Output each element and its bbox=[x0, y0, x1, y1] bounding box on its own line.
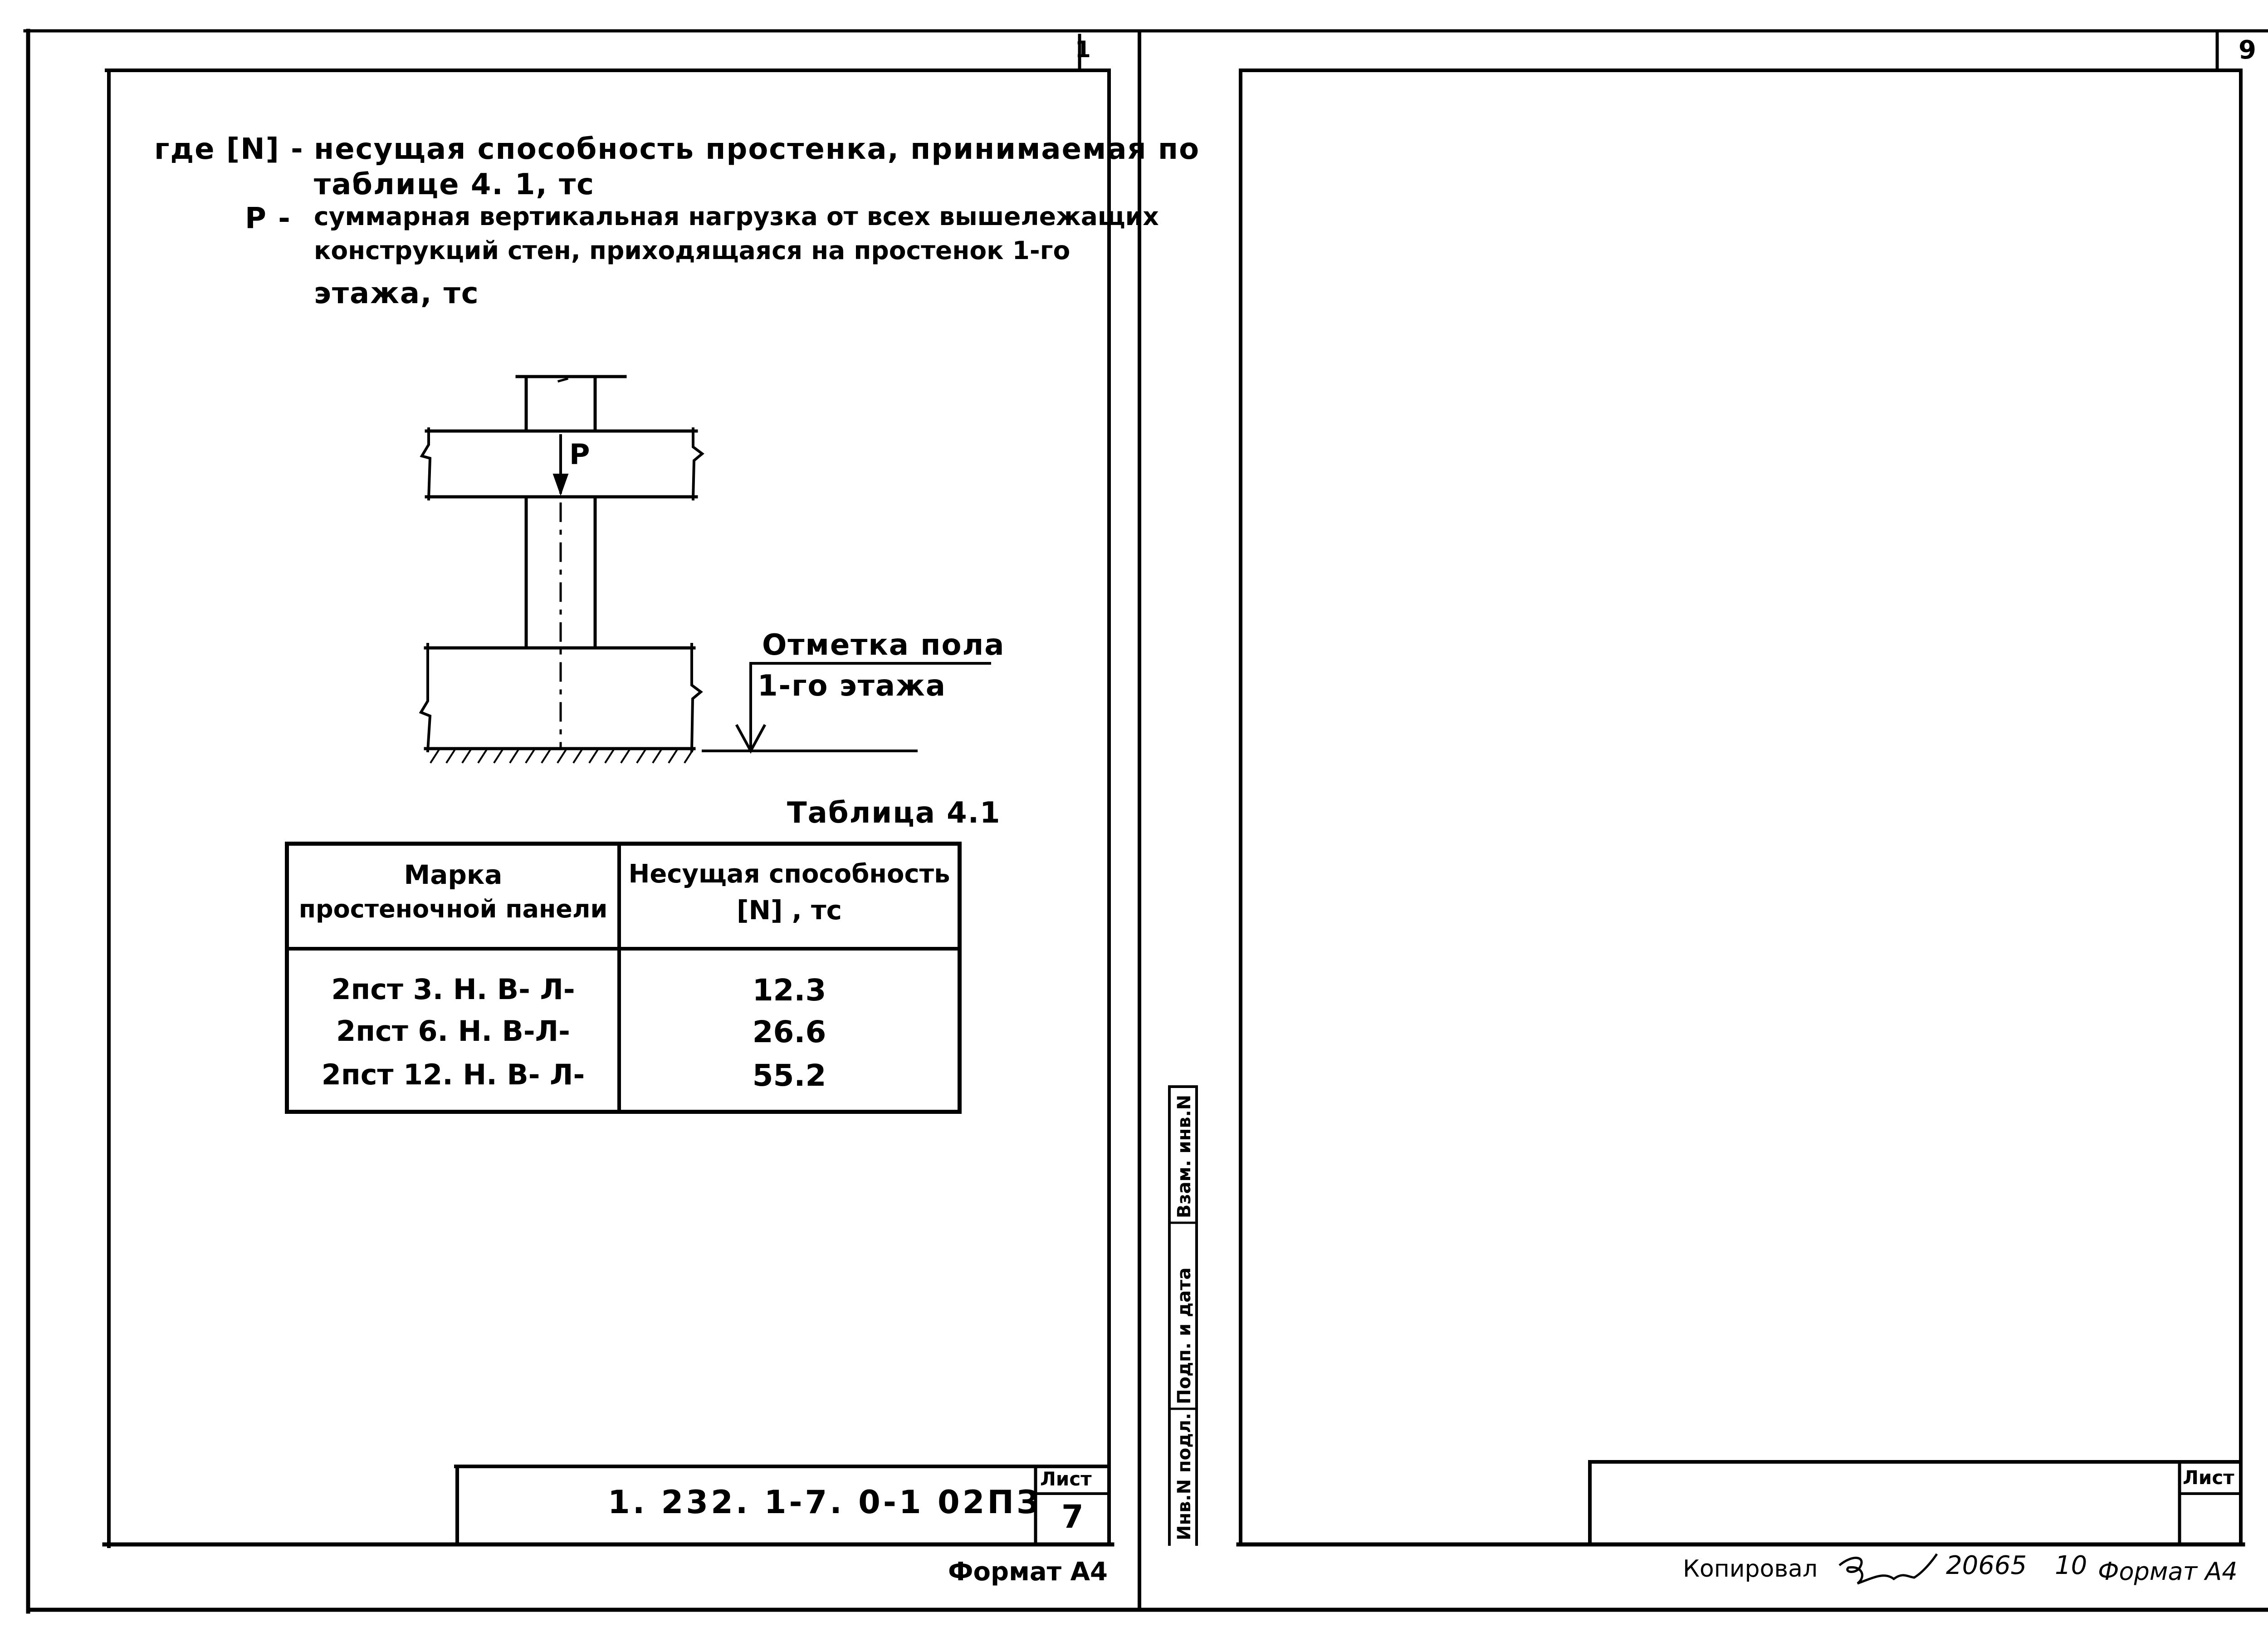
side-label-vzam-inv: Взам. инв.N bbox=[1174, 1094, 1195, 1218]
right-format-label: Формат А4 bbox=[2098, 1557, 2238, 1586]
legend-symbol-n: где [N] - bbox=[154, 132, 304, 166]
table-row-1-capacity: 12.3 bbox=[752, 973, 826, 1008]
extra-number: 10 bbox=[2055, 1551, 2087, 1580]
load-label: P bbox=[569, 438, 590, 471]
left-stamp-sheet-number: 7 bbox=[1061, 1498, 1084, 1535]
table-header-capacity-1: Несущая способность bbox=[628, 859, 950, 889]
ground-hatch bbox=[430, 748, 694, 764]
right-corner-mark: 9 bbox=[2239, 35, 2256, 65]
foundation-break-right bbox=[690, 643, 703, 753]
legend-n-line1: несущая способность простенка, принимаем… bbox=[314, 132, 1200, 166]
table-header-mark-1: Марка bbox=[404, 859, 503, 890]
legend-symbol-p: P - bbox=[245, 202, 291, 235]
table-header-capacity-2: [N] , тс bbox=[737, 895, 842, 926]
table-row-1-mark: 2пст 3. Н. В- Л- bbox=[331, 973, 575, 1006]
side-label-podp-data: Подп. и дата bbox=[1174, 1267, 1195, 1404]
left-corner-mark: 1 bbox=[1075, 36, 1091, 63]
table-header-mark-2: простеночной панели bbox=[298, 895, 608, 923]
left-format-label: Формат А4 bbox=[948, 1557, 1108, 1587]
copied-label: Копировал bbox=[1683, 1555, 1818, 1583]
legend-p-line2: конструкций стен, приходящаяся на просте… bbox=[314, 236, 1070, 265]
table-caption: Таблица 4.1 bbox=[787, 796, 1001, 830]
left-stamp-sheet-label: Лист bbox=[1040, 1468, 1092, 1490]
table-row-2-capacity: 26.6 bbox=[752, 1014, 826, 1049]
legend-p-line1: суммарная вертикальная нагрузка от всех … bbox=[314, 202, 1159, 231]
left-stamp-code: 1. 232. 1-7. 0-1 02ПЗ bbox=[608, 1484, 1042, 1521]
floor-mark-arrow bbox=[735, 724, 767, 754]
foundation-break-left bbox=[419, 643, 432, 753]
side-label-inv-podl: Инв.N подл. bbox=[1174, 1413, 1195, 1540]
right-stamp-sheet-label: Лист bbox=[2183, 1466, 2234, 1489]
legend-p-line3: этажа, тс bbox=[314, 277, 479, 310]
slab-break-right bbox=[691, 427, 704, 501]
copier-signature bbox=[1838, 1553, 1938, 1585]
slab-break-left bbox=[420, 427, 432, 501]
order-number: 20665 bbox=[1946, 1551, 2027, 1580]
legend-n-line2: таблице 4. 1, тс bbox=[314, 168, 595, 201]
floor-mark-label-2: 1-го этажа bbox=[758, 669, 946, 703]
capacity-table: Марка простеночной панели Несущая способ… bbox=[285, 842, 962, 1114]
table-row-2-mark: 2пст 6. Н. В-Л- bbox=[336, 1014, 570, 1048]
load-arrow-head bbox=[552, 474, 569, 496]
table-row-3-capacity: 55.2 bbox=[752, 1058, 826, 1093]
table-row-3-mark: 2пст 12. Н. В- Л- bbox=[321, 1058, 585, 1091]
floor-mark-label-1: Отметка пола bbox=[762, 628, 1005, 662]
